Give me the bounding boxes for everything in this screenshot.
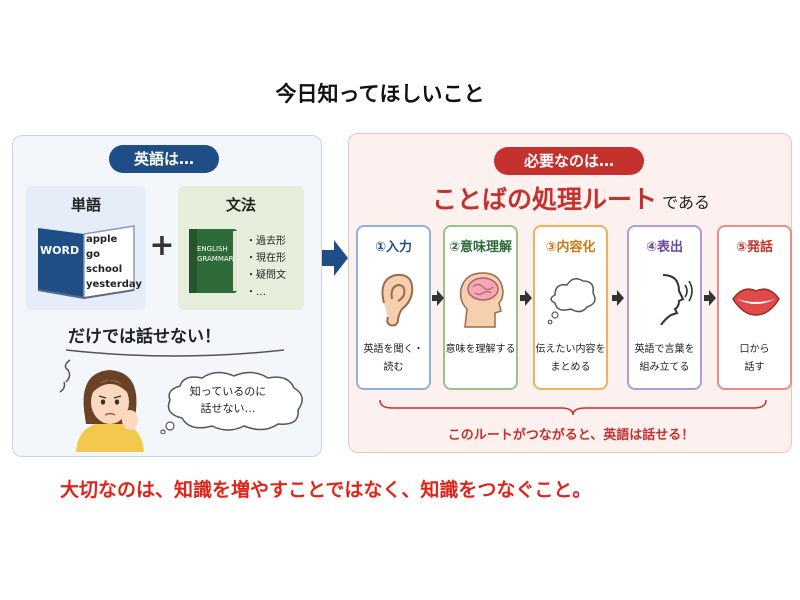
step-label: ①入力 [374,240,412,255]
step-arrow-icon [704,290,716,306]
cannot-speak-text: だけでは話せない！ [68,327,221,347]
word-item: apple [86,234,118,245]
step-label: ④表出 [645,240,683,255]
step-content: ③内容化 伝えたい内容を まとめる [533,225,608,390]
word-item: school [86,264,123,275]
step-label: ⑤発話 [735,240,773,255]
what-is-needed-pill: 必要なのは… [494,147,644,175]
step-label: ②意味理解 [448,240,512,255]
word-item: go [86,249,101,260]
grammar-book-label: ENGLISH GRAMMAR [197,245,234,263]
word-list: apple go school yesterday [86,232,142,292]
route-note: このルートがつながると、英語は話せる！ [447,428,695,443]
ear-icon [381,273,414,327]
word-item: yesterday [86,279,142,290]
step-output: ④表出 英語で言葉を 組み立てる [627,225,702,390]
grammar-heading: 文法 [225,196,256,214]
cloud-bubble-icon [547,278,596,325]
step-speech: ⑤発話 口から 話す [717,225,792,390]
open-book-icon [37,225,135,300]
step-arrow-icon [612,290,624,306]
route-title-sub: である [662,193,710,212]
plus-sign: + [149,228,175,263]
word-book-label: WORD [40,244,80,257]
grammar-item: ・過去形 [246,236,286,247]
words-heading: 単語 [70,196,101,214]
thought-bubble [160,371,303,434]
grammar-list: ・過去形 ・現在形 ・疑問文 ・… [246,233,286,301]
conclusion-text: 大切なのは、知識を増やすことではなく、知識をつなぐこと。 [60,479,592,501]
route-title: ことばの処理ルート である [350,180,792,216]
step-desc: 口から 話す [739,344,770,373]
step-input: ①入力 英語を聞く・ 読む [356,225,431,390]
lips-icon [732,288,780,316]
english-is-pill: 英語は… [109,145,219,173]
speaking-face-icon [660,274,693,326]
thought-text: 知っているのに 話せない… [189,385,267,415]
step-understand: ②意味理解 意味を理解する [443,225,518,390]
grammar-item: ・現在形 [246,253,286,264]
step-label: ③内容化 [545,240,596,255]
step-desc: 伝えたい内容を まとめる [535,344,606,373]
step-arrow-icon [520,290,532,306]
brain-head-icon [459,272,504,328]
step-arrow-icon [432,290,444,306]
worried-girl-illustration [59,359,144,452]
grammar-item: ・疑問文 [246,270,286,281]
step-desc: 英語で言葉を 組み立てる [634,344,695,373]
grammar-book-icon [189,229,237,293]
step-desc: 意味を理解する [445,344,516,355]
right-arrow-icon [322,240,348,276]
underline-arc [65,349,285,357]
route-bracket [379,399,767,416]
step-desc: 英語を聞く・ 読む [363,344,424,373]
page-title: 今日知ってほしいこと [275,82,485,106]
route-title-main: ことばの処理ルート [432,185,658,214]
grammar-item: ・… [246,287,266,298]
